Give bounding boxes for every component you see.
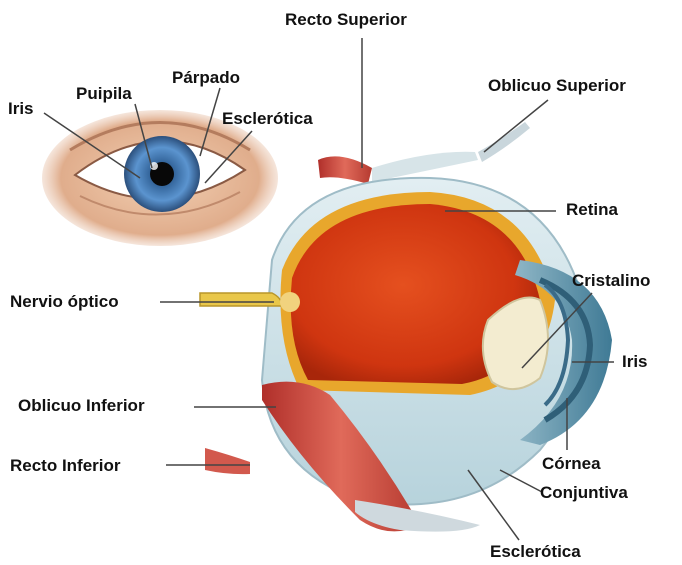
- eye-photo-icon: [42, 110, 278, 246]
- label-cristalino: Cristalino: [572, 271, 650, 291]
- label-oblicuo-superior: Oblicuo Superior: [488, 76, 626, 96]
- leader-oblicuo-superior: [484, 100, 548, 152]
- label-recto-inferior: Recto Inferior: [10, 456, 121, 476]
- label-esclerotica-bottom: Esclerótica: [490, 542, 581, 562]
- label-recto-superior: Recto Superior: [285, 10, 407, 30]
- label-iris-right: Iris: [622, 352, 648, 372]
- label-retina: Retina: [566, 200, 618, 220]
- label-iris-left: Iris: [8, 99, 34, 119]
- leader-conjuntiva: [500, 470, 542, 492]
- label-oblicuo-inferior: Oblicuo Inferior: [18, 396, 145, 416]
- label-esclerotica-top: Esclerótica: [222, 109, 313, 129]
- label-nervio-optico: Nervio óptico: [10, 292, 119, 312]
- label-parpado: Párpado: [172, 68, 240, 88]
- label-cornea: Córnea: [542, 454, 601, 474]
- label-puipila: Puipila: [76, 84, 132, 104]
- label-conjuntiva: Conjuntiva: [540, 483, 628, 503]
